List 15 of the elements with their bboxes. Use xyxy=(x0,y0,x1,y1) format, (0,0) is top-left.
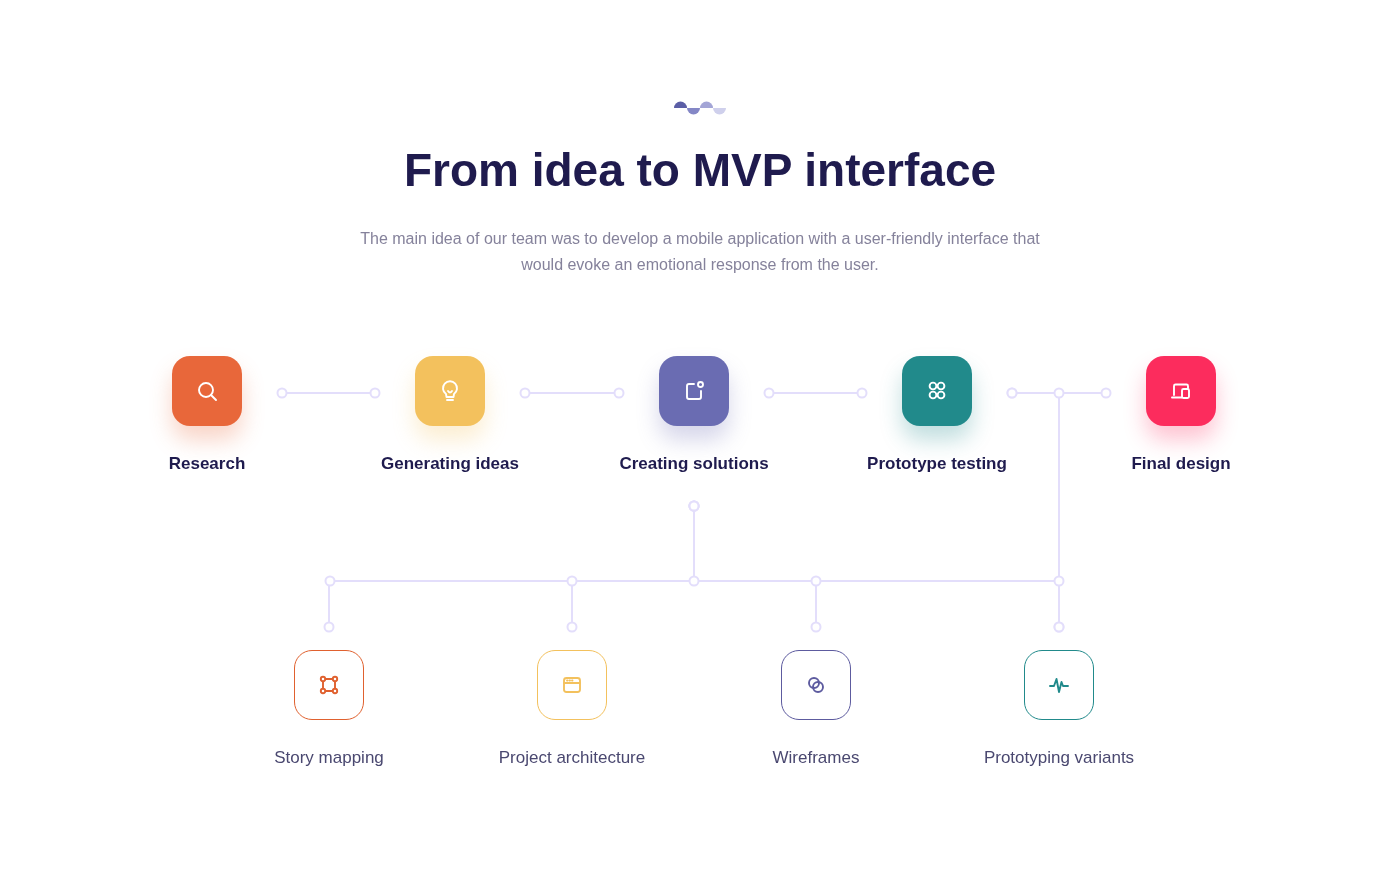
step-label: Creating solutions xyxy=(619,454,769,474)
step-label: Project architecture xyxy=(498,748,646,768)
step-label: Wireframes xyxy=(772,748,860,768)
connector-line xyxy=(1006,387,1065,633)
step-label: Prototyping variants xyxy=(983,748,1135,768)
step-label: Generating ideas xyxy=(381,454,519,474)
title: From idea to MVP interface xyxy=(402,143,998,197)
step-label: Story mapping xyxy=(274,748,384,768)
connector-line xyxy=(519,387,625,399)
connector-line xyxy=(276,387,381,399)
intro-paragraph: The main idea of our team was to develop a mobile application with a user-friendly interface that would evoke an emotional response from the user. xyxy=(360,229,1040,275)
step-label: Final design xyxy=(1131,454,1231,474)
step-label: Research xyxy=(168,454,246,474)
connector-line xyxy=(763,387,868,399)
step-label: Prototype testing xyxy=(867,454,1007,474)
